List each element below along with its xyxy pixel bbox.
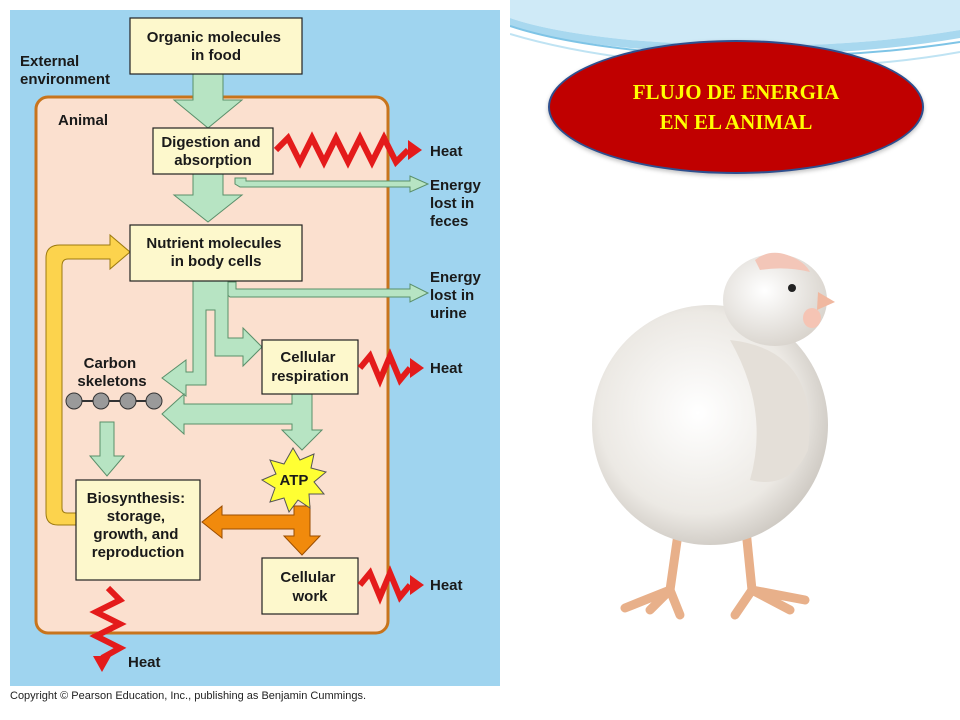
box-nutrient-molecules: Nutrient molecules in body cells (129, 224, 303, 282)
heat-label-digestion: Heat (430, 143, 463, 160)
box-organic-molecules: Organic molecules in food (129, 17, 303, 75)
atp-starburst: ATP (260, 446, 328, 514)
atp-label: ATP (280, 472, 309, 489)
heat-label-work: Heat (430, 577, 463, 594)
svg-text:Cellular work: Cellular work (280, 569, 339, 605)
chicken-wing (730, 340, 810, 482)
chicken-eye (788, 284, 796, 292)
box-cellular-work: Cellular work (261, 557, 359, 615)
svg-text:Cellular respiration: Cellular respiration (271, 349, 349, 385)
title-oval: FLUJO DE ENERGIA EN EL ANIMAL (548, 40, 924, 174)
box-cellular-respiration: Cellular respiration (261, 339, 359, 395)
energy-urine-label: Energy lost in urine (430, 269, 485, 322)
svg-text:Biosynthesis: storage,: Biosynthesis: storage, growth, and repro… (87, 490, 190, 561)
chicken-legs (620, 515, 810, 620)
carbon-to-biosynthesis-arrow (88, 421, 126, 477)
heat-zigzags (89, 131, 413, 661)
title-line-2: EN EL ANIMAL (659, 110, 813, 134)
chicken-comb (755, 252, 810, 272)
nutrient-split-arrows (161, 279, 263, 397)
svg-text:Digestion and absorption: Digestion and absorption (161, 134, 264, 169)
box-biosynthesis: Biosynthesis: storage, growth, and repro… (75, 479, 201, 581)
carbon-skeleton-chain (65, 392, 163, 410)
energy-feces-label: Energy lost in feces (430, 177, 485, 230)
chicken-beak (817, 292, 835, 310)
feces-arrow (234, 175, 430, 193)
title-line-1: FLUJO DE ENERGIA (632, 80, 840, 104)
copyright-text: Copyright © Pearson Education, Inc., pub… (10, 690, 367, 702)
heat-label-respiration: Heat (430, 360, 463, 377)
chicken-head (723, 254, 827, 346)
heat-label-body: Heat (128, 654, 161, 671)
chicken-illustration (592, 252, 835, 620)
recycle-arrow (45, 233, 131, 526)
carbon-skeletons-label: Carbon skeletons (77, 355, 146, 390)
animal-label: Animal (58, 112, 108, 129)
svg-text:Organic molecules in foo: Organic molecules in food (147, 29, 285, 64)
energy-flow-diagram: External environment Animal Organic mole… (20, 17, 485, 672)
chicken-image (530, 190, 920, 660)
box-digestion: Digestion and absorption (152, 127, 274, 175)
svg-text:Nutrient molecules in bo: Nutrient molecules in body cells (146, 235, 285, 270)
external-environment-label: External environment (20, 53, 110, 88)
atp-energy-arrow (201, 504, 322, 556)
chicken-wattle (803, 308, 821, 328)
heat-arrowheads (93, 140, 424, 672)
respiration-output-arrows (161, 392, 324, 451)
